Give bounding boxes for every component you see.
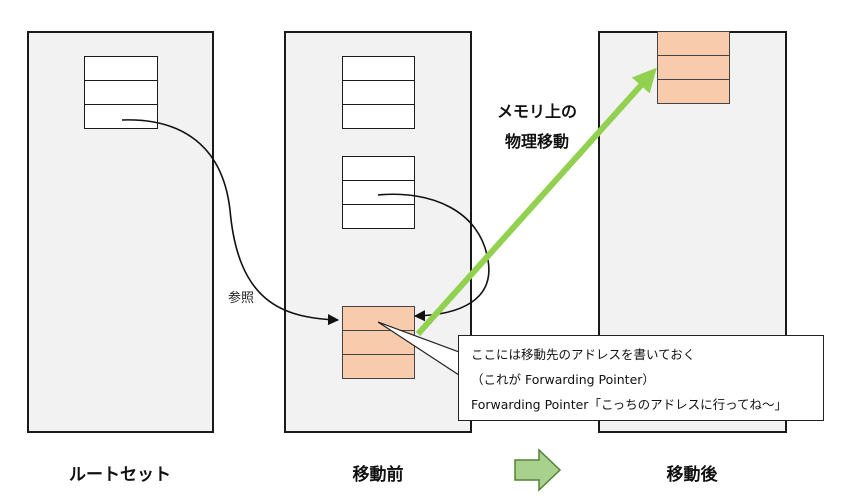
root-set-object <box>84 56 158 129</box>
internal-reference-arrow <box>377 193 490 322</box>
root-set-cell <box>84 56 158 81</box>
after-caption: 移動後 <box>666 465 718 485</box>
root-set-caption: ルートセット <box>69 465 171 485</box>
callout-line-3: Forwarding Pointer「こっちのアドレスに行ってね～」 <box>471 397 787 412</box>
root-set-cell <box>84 104 158 129</box>
heading-line-1: メモリ上の <box>496 102 577 121</box>
before-moved-object <box>342 306 415 379</box>
callout-line-1: ここには移動先のアドレスを書いておく <box>471 347 696 362</box>
object-cell <box>342 204 415 229</box>
after-moved-object <box>657 31 730 104</box>
before-object-middle <box>342 156 415 229</box>
callout-line-2: （これが Forwarding Pointer） <box>471 372 655 387</box>
before-object-top <box>342 56 415 129</box>
object-cell <box>342 80 415 105</box>
reference-label: 参照 <box>228 291 255 306</box>
forwarding-pointer-callout: ここには移動先のアドレスを書いておく （これが Forwarding Point… <box>458 335 824 421</box>
physical-move-arrow <box>415 67 657 337</box>
transition-arrow-icon <box>514 448 562 492</box>
moved-object-cell <box>657 79 730 104</box>
before-caption: 移動前 <box>352 465 404 485</box>
reference-arrow <box>121 119 340 326</box>
object-cell <box>342 180 415 205</box>
object-cell <box>342 56 415 81</box>
object-cell <box>342 104 415 129</box>
moved-object-cell <box>342 306 415 331</box>
heading-line-2: 物理移動 <box>504 132 569 151</box>
physical-move-heading: メモリ上の 物理移動 <box>482 97 592 157</box>
moved-object-cell <box>342 354 415 379</box>
